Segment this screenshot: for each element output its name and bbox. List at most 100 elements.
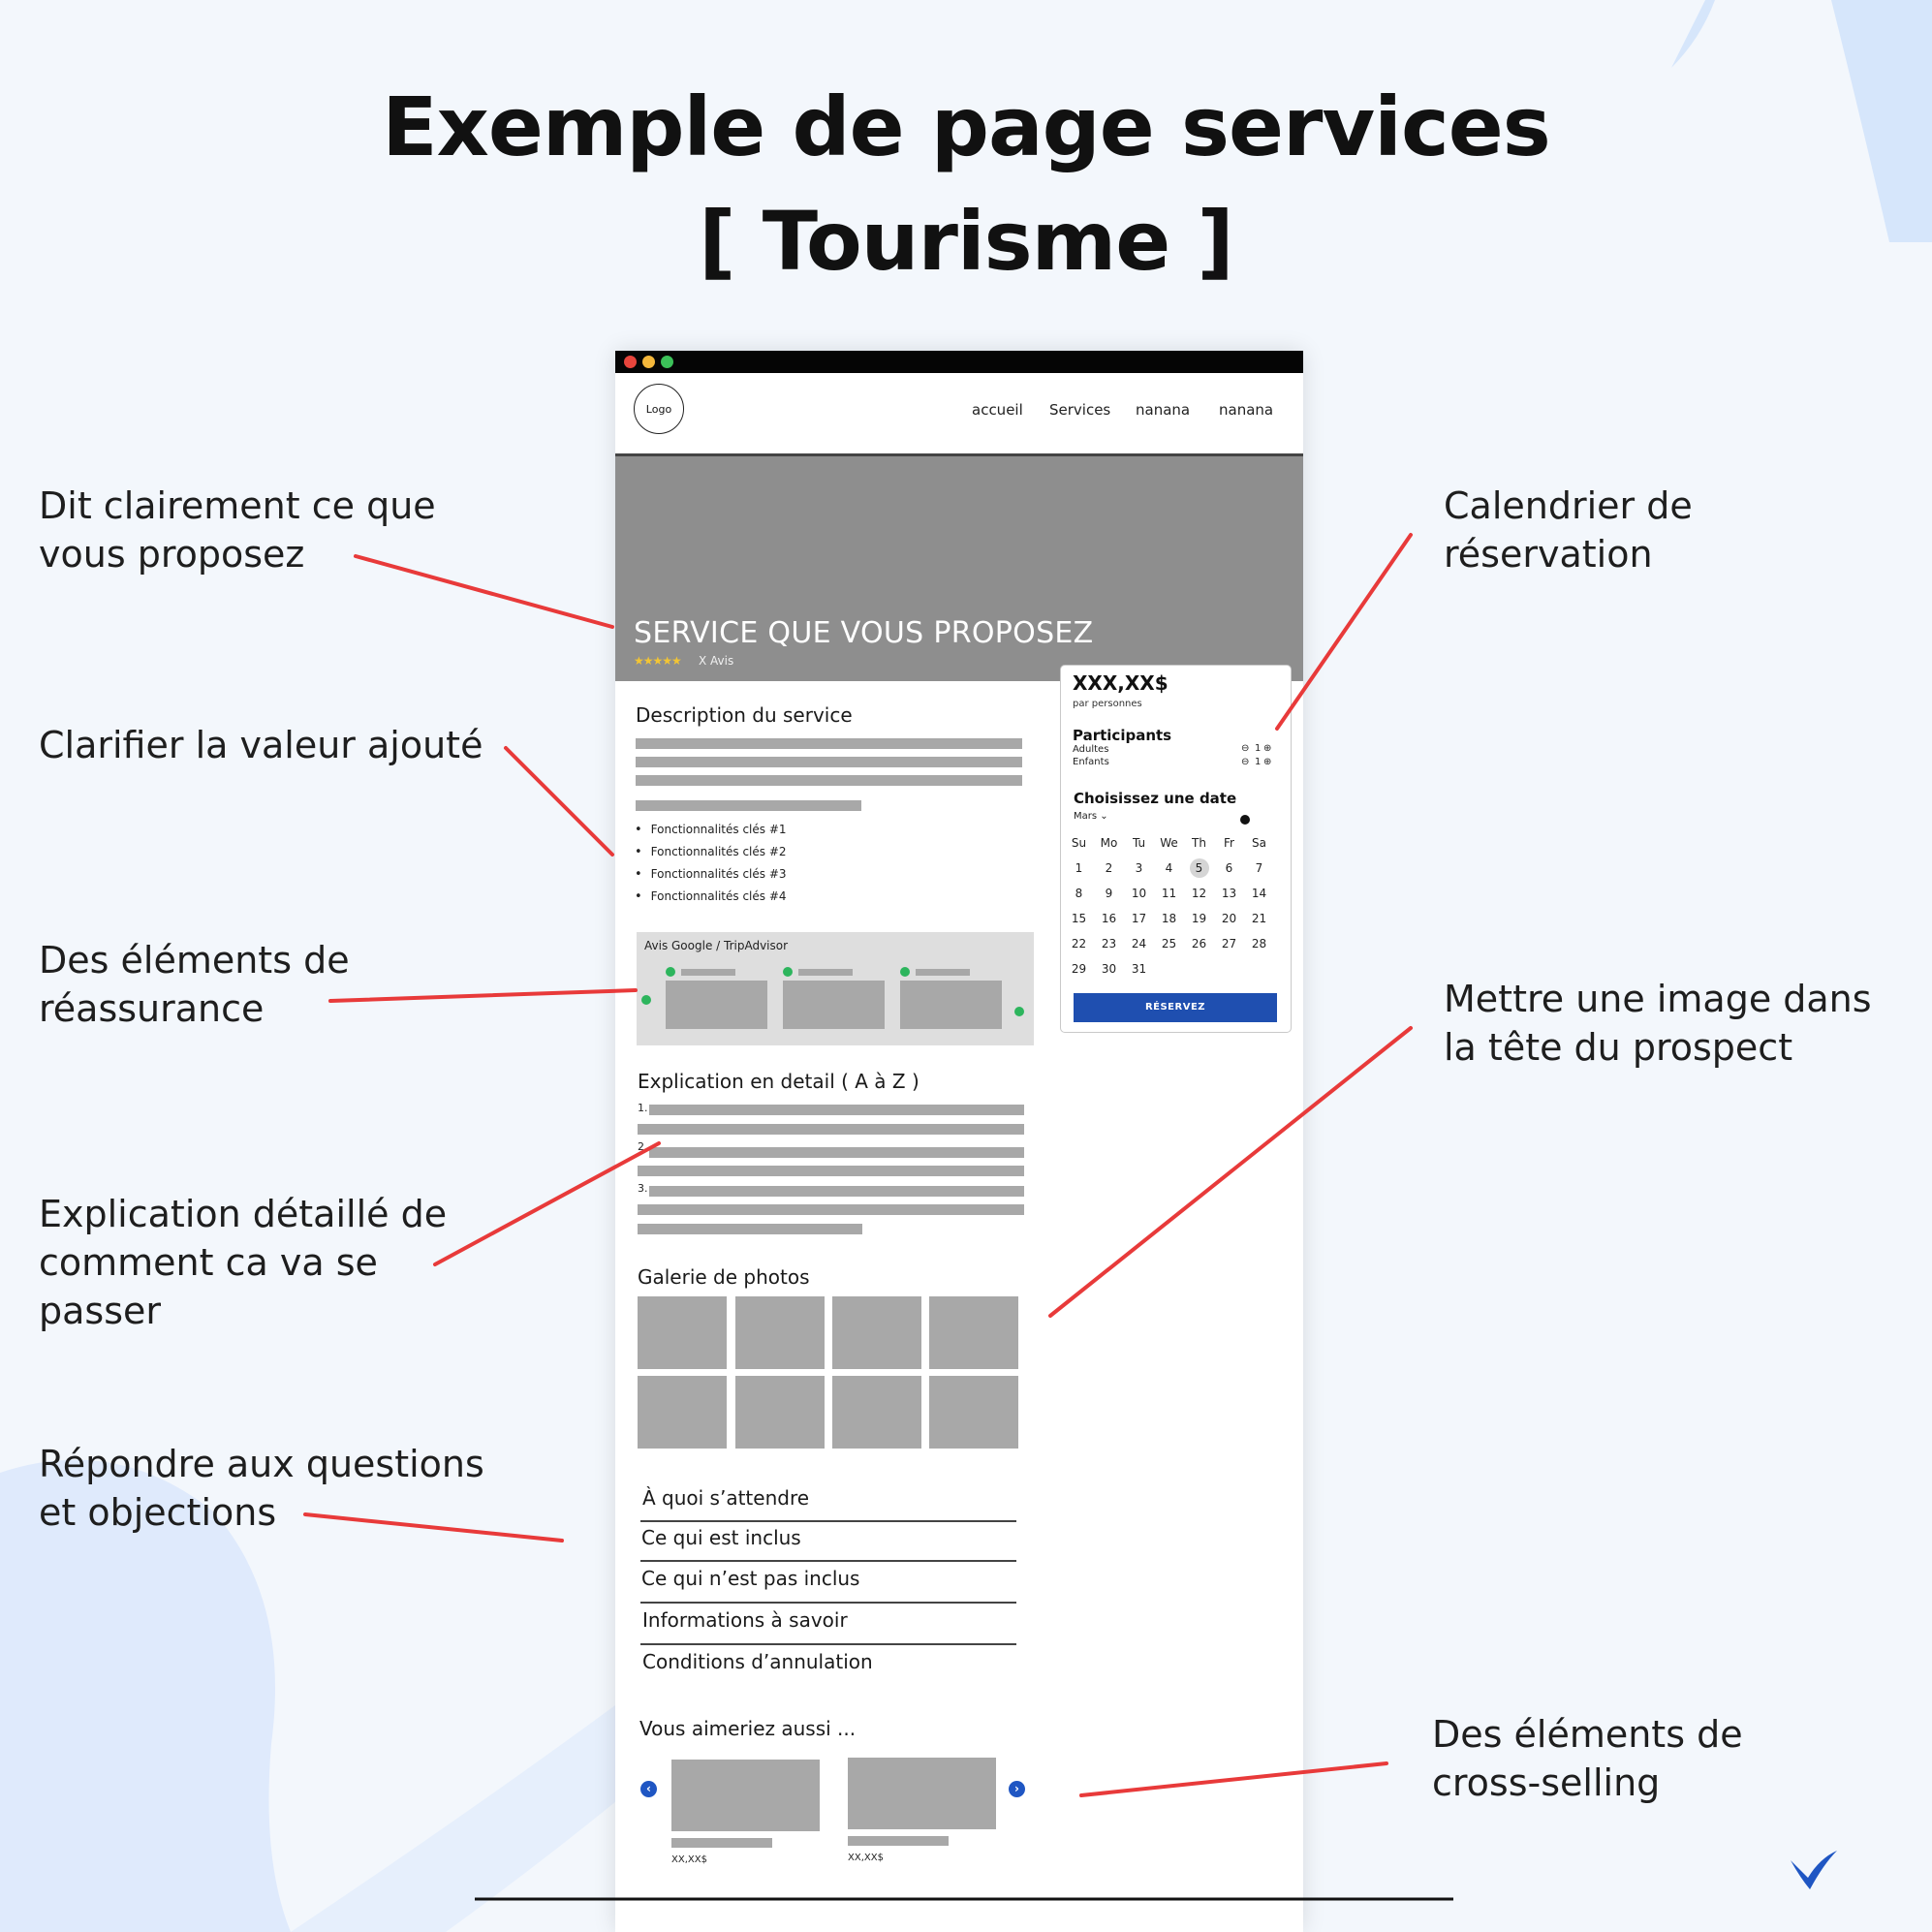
calendar-day[interactable]: 13 <box>1221 887 1237 900</box>
annotation-line <box>1048 1026 1413 1318</box>
calendar-day[interactable]: 17 <box>1131 912 1147 925</box>
calendar-day[interactable]: 19 <box>1191 912 1207 925</box>
calendar-day[interactable]: 15 <box>1071 912 1087 925</box>
close-dot-icon <box>624 356 637 368</box>
annotation-line <box>303 1512 564 1542</box>
hero-image <box>615 456 1303 681</box>
calendar-day[interactable]: 18 <box>1161 912 1177 925</box>
brand-logo-icon <box>1791 1851 1837 1889</box>
weekday: Su <box>1071 836 1087 850</box>
annotation-line <box>504 746 614 857</box>
faq-item[interactable]: Informations à savoir <box>642 1608 848 1632</box>
calendar-day[interactable]: 27 <box>1221 937 1237 950</box>
nav-nanana-1[interactable]: nanana <box>1136 401 1191 419</box>
calendar-day[interactable]: 4 <box>1165 861 1173 875</box>
calendar-day[interactable]: 26 <box>1191 937 1207 950</box>
text-placeholder <box>638 1124 1024 1135</box>
cross-sell-title-placeholder <box>671 1838 772 1848</box>
weekday: Mo <box>1100 836 1118 850</box>
calendar-day[interactable]: 20 <box>1221 912 1237 925</box>
calendar-day[interactable]: 29 <box>1071 962 1087 976</box>
calendar-day[interactable]: 3 <box>1135 861 1143 875</box>
weekday: Tu <box>1132 836 1146 850</box>
gallery-photo[interactable] <box>638 1376 727 1449</box>
description-heading: Description du service <box>636 703 853 727</box>
logo[interactable]: Logo <box>634 384 684 434</box>
gallery-photo[interactable] <box>929 1296 1018 1369</box>
gallery-photo[interactable] <box>832 1376 921 1449</box>
cross-sell-heading: Vous aimeriez aussi ... <box>639 1717 857 1740</box>
cross-sell-prev-icon[interactable]: ‹ <box>640 1781 657 1797</box>
faq-item[interactable]: Ce qui n’est pas inclus <box>641 1567 860 1590</box>
selected-day[interactable]: 5 <box>1189 858 1209 878</box>
calendar-day[interactable]: 12 <box>1191 887 1207 900</box>
calendar-day[interactable]: 5 <box>1184 857 1214 879</box>
gallery-photo[interactable] <box>832 1296 921 1369</box>
adults-plus-icon[interactable]: ⊕ <box>1263 743 1272 754</box>
carousel-next-icon[interactable] <box>1014 1007 1024 1016</box>
cross-sell-title-placeholder <box>848 1836 949 1846</box>
faq-item[interactable]: Conditions d’annulation <box>642 1650 873 1673</box>
cross-sell-card-image[interactable] <box>671 1760 820 1831</box>
reviews-carousel: Avis Google / TripAdvisor <box>637 932 1034 1045</box>
next-month-icon[interactable] <box>1240 815 1250 825</box>
nav-divider <box>615 453 1303 456</box>
weekday: We <box>1160 836 1178 850</box>
calendar-day[interactable]: 23 <box>1101 937 1117 950</box>
faq-item[interactable]: À quoi s’attendre <box>642 1486 810 1510</box>
children-minus-icon[interactable]: ⊖ <box>1241 757 1250 767</box>
gallery-photo[interactable] <box>929 1376 1018 1449</box>
chevron-down-icon: ⌄ <box>1100 811 1108 822</box>
cross-sell-price: XX,XX$ <box>671 1854 707 1865</box>
gallery-photo[interactable] <box>735 1376 825 1449</box>
calendar-day[interactable]: 16 <box>1101 912 1117 925</box>
text-placeholder <box>649 1147 1024 1158</box>
calendar-day[interactable]: 22 <box>1071 937 1087 950</box>
feature-item: Fonctionnalités clés #3 <box>635 867 787 882</box>
text-placeholder <box>638 1204 1024 1215</box>
calendar-day[interactable]: 21 <box>1251 912 1267 925</box>
annotation-valeur-ajoute: Clarifier la valeur ajouté <box>39 724 483 766</box>
calendar-day[interactable]: 14 <box>1251 887 1267 900</box>
reserve-button[interactable]: RÉSERVEZ <box>1074 993 1277 1022</box>
faq-item[interactable]: Ce qui est inclus <box>641 1526 801 1549</box>
gallery-photo[interactable] <box>638 1296 727 1369</box>
carousel-prev-icon[interactable] <box>641 995 651 1005</box>
cross-sell-card-image[interactable] <box>848 1758 996 1829</box>
review-card <box>900 981 1002 1029</box>
weekday: Sa <box>1252 836 1266 850</box>
adults-label: Adultes <box>1073 744 1109 755</box>
calendar-day[interactable]: 11 <box>1161 887 1177 900</box>
text-placeholder <box>636 775 1022 786</box>
calendar-day[interactable]: 1 <box>1075 861 1083 875</box>
calendar-day[interactable]: 31 <box>1131 962 1147 976</box>
month-select[interactable]: Mars ⌄ <box>1074 811 1108 822</box>
calendar-day[interactable]: 24 <box>1131 937 1147 950</box>
annotation-line <box>1079 1761 1388 1797</box>
text-placeholder <box>649 1105 1024 1115</box>
mockup-page: Logo accueil Services nanana nanana SERV… <box>615 351 1303 1932</box>
faq-divider <box>640 1602 1016 1604</box>
nav-accueil[interactable]: accueil <box>972 401 1023 419</box>
faq-divider <box>640 1520 1016 1522</box>
calendar-day[interactable]: 25 <box>1161 937 1177 950</box>
adults-minus-icon[interactable]: ⊖ <box>1241 743 1250 754</box>
nav-services[interactable]: Services <box>1049 401 1111 419</box>
nav-nanana-2[interactable]: nanana <box>1219 401 1274 419</box>
calendar-week: 29 30 31 <box>1064 958 1274 980</box>
review-card <box>666 981 767 1029</box>
gallery-photo[interactable] <box>735 1296 825 1369</box>
calendar-day[interactable]: 7 <box>1255 861 1263 875</box>
calendar-day[interactable]: 8 <box>1075 887 1083 900</box>
calendar-day[interactable]: 9 <box>1105 887 1113 900</box>
children-plus-icon[interactable]: ⊕ <box>1263 757 1272 767</box>
calendar-day[interactable]: 10 <box>1131 887 1147 900</box>
cross-sell-next-icon[interactable]: › <box>1009 1781 1025 1797</box>
calendar-day[interactable]: 30 <box>1101 962 1117 976</box>
calendar-day[interactable]: 28 <box>1251 937 1267 950</box>
calendar-day[interactable]: 6 <box>1225 861 1233 875</box>
calendar-day[interactable]: 2 <box>1105 861 1113 875</box>
